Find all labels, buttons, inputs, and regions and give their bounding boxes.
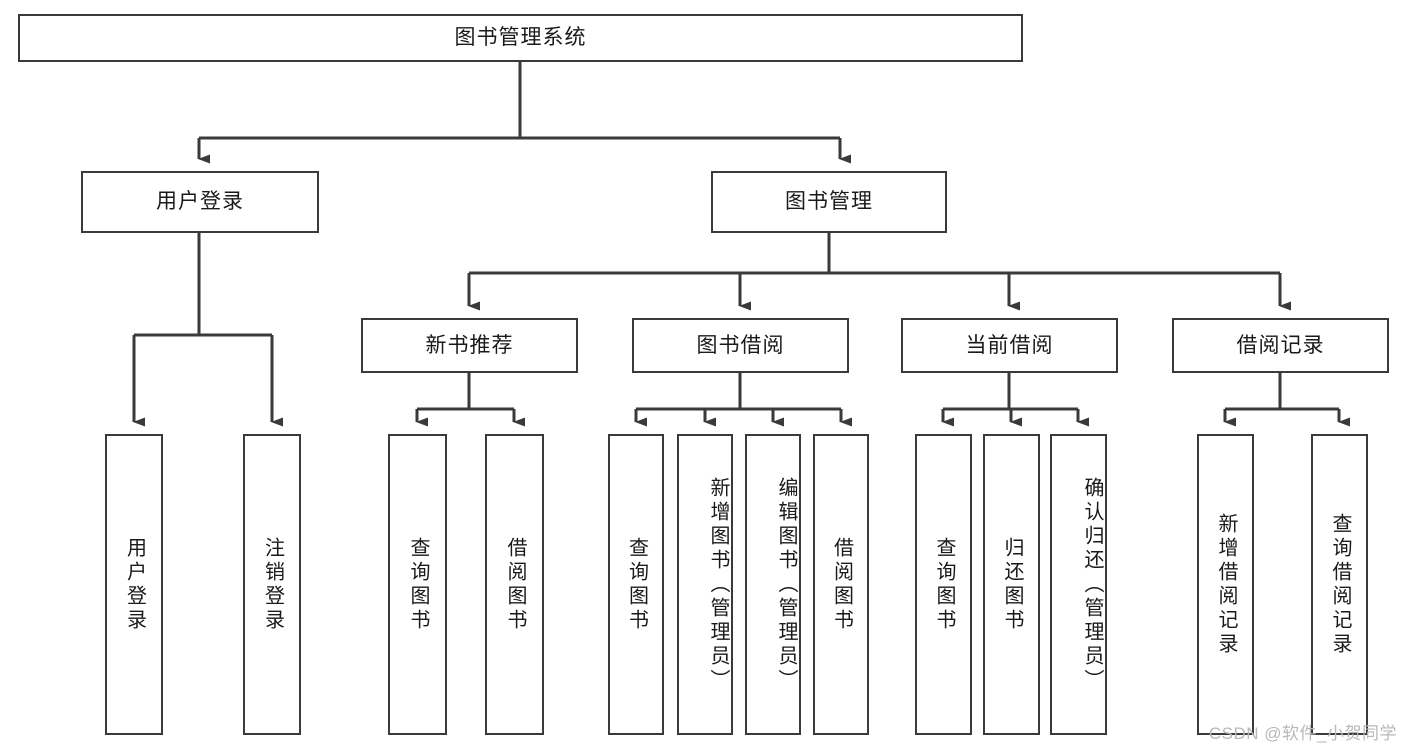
leaf-borrow-book-recommend-label: 借阅图书 (504, 536, 526, 633)
node-borrow-record[interactable]: 借阅记录 (1172, 318, 1389, 373)
watermark: CSDN @软件_小贺同学 (1208, 724, 1397, 743)
node-current-borrow-label: 当前借阅 (965, 333, 1054, 357)
leaf-edit-book-admin-label: 编辑图书（管理员） (775, 476, 797, 693)
node-new-book-recommend[interactable]: 新书推荐 (361, 318, 578, 373)
leaf-query-borrow-record[interactable]: 查询借阅记录 (1311, 434, 1368, 735)
leaf-query-book-recommend[interactable]: 查询图书 (388, 434, 447, 735)
node-borrow-record-label: 借阅记录 (1236, 333, 1325, 357)
node-book-borrow[interactable]: 图书借阅 (632, 318, 849, 373)
leaf-query-book-current-label: 查询图书 (933, 536, 955, 633)
node-current-borrow[interactable]: 当前借阅 (901, 318, 1118, 373)
node-new-book-recommend-label: 新书推荐 (425, 333, 514, 357)
leaf-query-book-borrow[interactable]: 查询图书 (608, 434, 664, 735)
leaf-add-borrow-record[interactable]: 新增借阅记录 (1197, 434, 1254, 735)
leaf-add-borrow-record-label: 新增借阅记录 (1215, 512, 1237, 657)
leaf-user-logout-label: 注销登录 (261, 536, 284, 633)
leaf-add-book-admin[interactable]: 新增图书（管理员） (677, 434, 733, 735)
leaf-edit-book-admin[interactable]: 编辑图书（管理员） (745, 434, 801, 735)
node-book-borrow-label: 图书借阅 (696, 333, 785, 357)
leaf-query-book-current[interactable]: 查询图书 (915, 434, 972, 735)
leaf-return-book[interactable]: 归还图书 (983, 434, 1040, 735)
leaf-query-book-borrow-label: 查询图书 (625, 536, 648, 633)
node-user-login-label: 用户登录 (156, 190, 244, 214)
leaf-borrow-book-borrow-label: 借阅图书 (830, 536, 853, 633)
node-book-manage[interactable]: 图书管理 (711, 171, 947, 233)
leaf-confirm-return-admin[interactable]: 确认归还（管理员） (1050, 434, 1107, 735)
node-book-manage-label: 图书管理 (785, 190, 873, 214)
node-root[interactable]: 图书管理系统 (18, 14, 1023, 62)
leaf-borrow-book-recommend[interactable]: 借阅图书 (485, 434, 544, 735)
leaf-user-login-label: 用户登录 (123, 536, 146, 633)
leaf-add-book-admin-label: 新增图书（管理员） (707, 476, 729, 693)
leaf-user-login[interactable]: 用户登录 (105, 434, 163, 735)
leaf-query-borrow-record-label: 查询借阅记录 (1329, 512, 1351, 657)
leaf-return-book-label: 归还图书 (1001, 536, 1023, 633)
leaf-user-logout[interactable]: 注销登录 (243, 434, 301, 735)
node-user-login[interactable]: 用户登录 (81, 171, 319, 233)
leaf-confirm-return-admin-label: 确认归还（管理员） (1081, 476, 1103, 693)
node-root-label: 图书管理系统 (454, 26, 587, 50)
leaf-query-book-recommend-label: 查询图书 (407, 536, 429, 633)
leaf-borrow-book-borrow[interactable]: 借阅图书 (813, 434, 869, 735)
